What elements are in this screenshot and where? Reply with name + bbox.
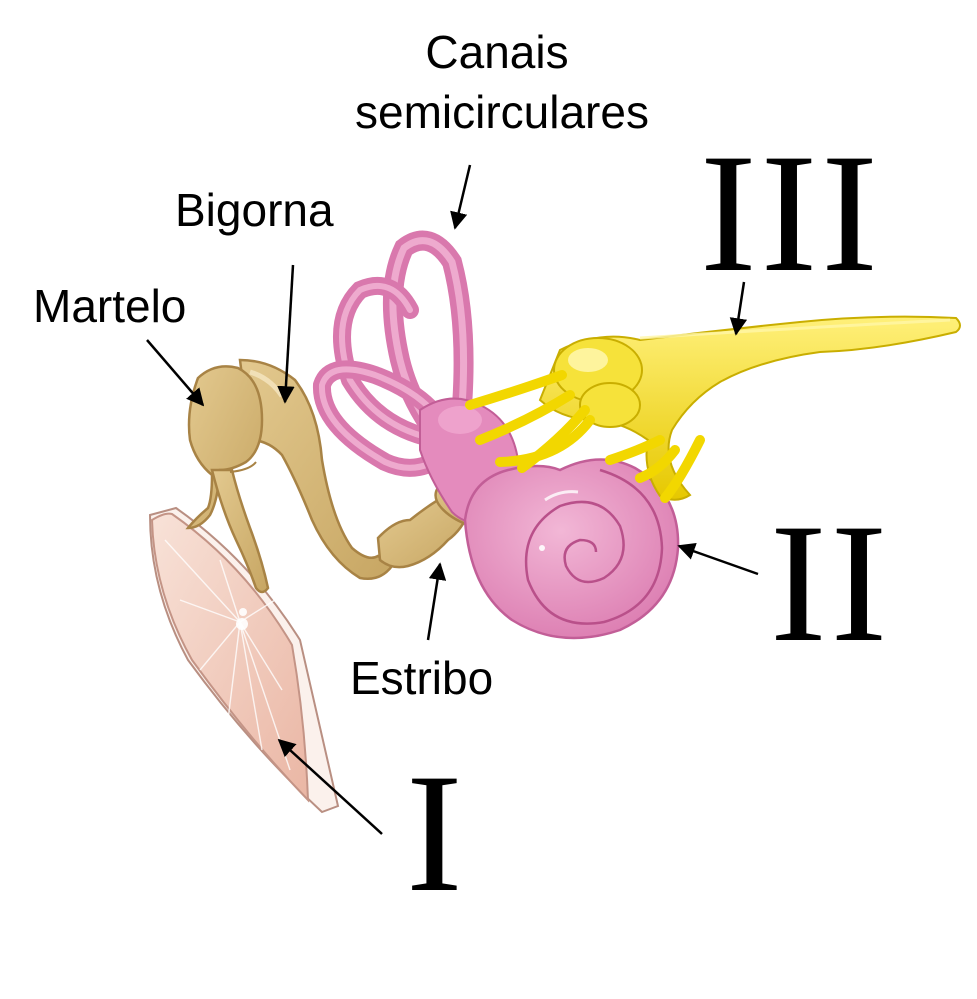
- vestibulocochlear-nerve: [465, 315, 961, 503]
- arrow-martelo: [146, 339, 205, 407]
- label-semicirculares: semicirculares: [355, 86, 649, 138]
- cochlea: [463, 458, 680, 640]
- arrow-i: [277, 738, 383, 835]
- semicircular-canals: [312, 230, 474, 477]
- arrow-iii: [729, 281, 748, 336]
- arrow-ii: [677, 543, 759, 576]
- label-bigorna: Bigorna: [175, 184, 334, 236]
- label-roman-ii: II: [770, 489, 892, 677]
- arrow-bigorna: [277, 264, 295, 404]
- label-martelo: Martelo: [33, 280, 187, 332]
- label-estribo: Estribo: [350, 652, 494, 704]
- arrow-estribo: [426, 562, 447, 641]
- arrow-canais: [450, 164, 472, 230]
- label-canais: Canais: [425, 26, 569, 78]
- label-roman-iii: III: [700, 119, 882, 307]
- tympanic-membrane: [148, 506, 340, 814]
- pointer-arrows: [146, 164, 759, 835]
- label-roman-i: I: [406, 739, 463, 927]
- malleus-bone: [185, 365, 270, 594]
